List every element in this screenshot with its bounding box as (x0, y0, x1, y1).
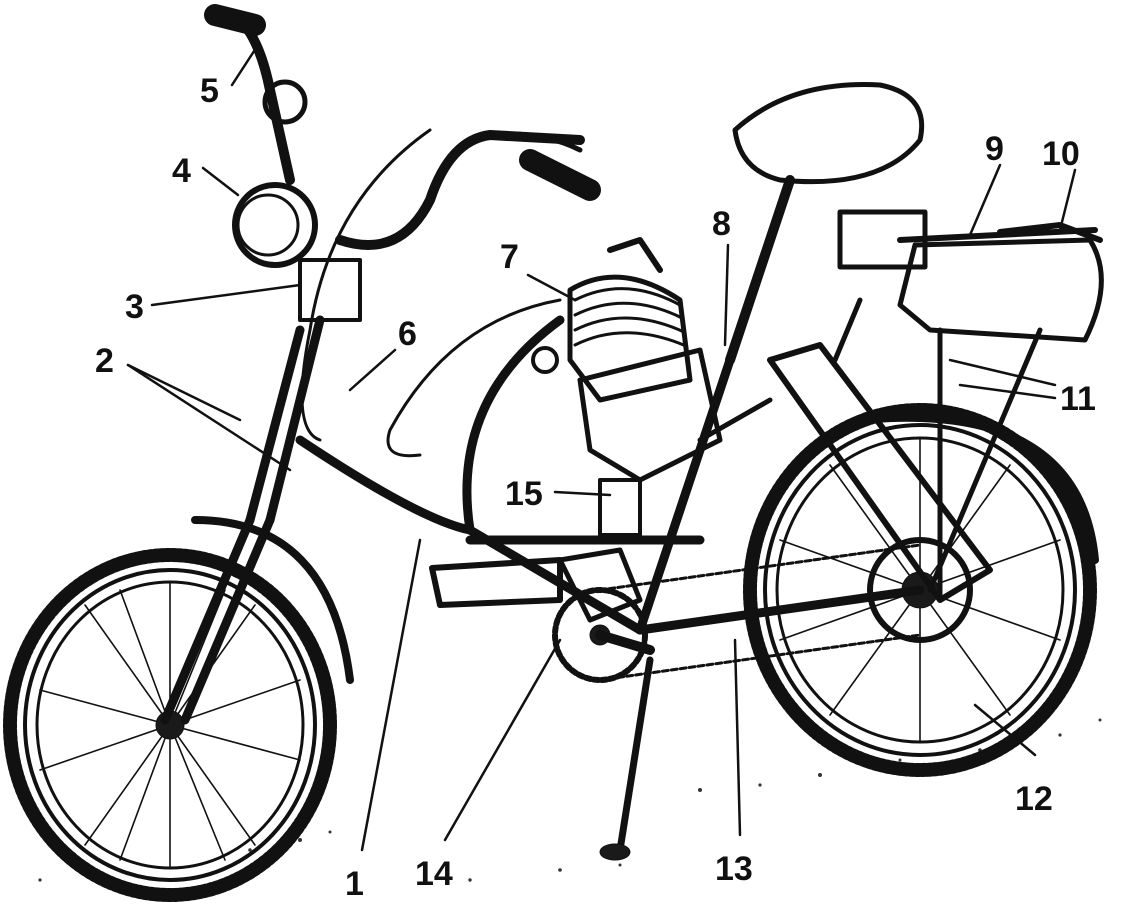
callout-8: 8 (712, 205, 731, 243)
chain (598, 543, 922, 682)
callout-12: 12 (1015, 780, 1053, 818)
upper-handlebar (204, 4, 308, 185)
callout-2: 2 (95, 342, 114, 380)
muffler (697, 342, 993, 603)
headlamp (232, 182, 318, 268)
callout-15: 15 (505, 475, 543, 513)
control-cables (300, 128, 562, 458)
leader-lines (126, 43, 1077, 852)
fuel-tank (897, 237, 1104, 343)
carburetor (598, 478, 642, 537)
callout-10: 10 (1042, 135, 1080, 173)
callout-11: 11 (1060, 380, 1096, 418)
callout-13: 13 (715, 850, 753, 888)
handlebar (335, 130, 585, 250)
callout-7: 7 (500, 238, 519, 276)
engine (531, 237, 723, 483)
callout-1: 1 (345, 865, 364, 903)
seat-post (725, 175, 795, 365)
callout-6: 6 (398, 315, 417, 353)
rear-fender (856, 413, 1099, 564)
handlebar-grip (519, 149, 601, 201)
front-wheel (3, 548, 337, 902)
headset (298, 258, 362, 322)
front-fender (191, 516, 354, 684)
callout-14: 14 (415, 855, 453, 893)
rear-wheel (743, 403, 1097, 777)
callout-3: 3 (125, 288, 144, 326)
kickstand-foot (599, 843, 631, 861)
kickstand (616, 656, 654, 854)
callout-labels: 5 4 3 2 6 7 8 9 10 11 12 13 14 1 15 (95, 72, 1096, 903)
magneto (557, 547, 643, 623)
luggage-rack (897, 222, 1103, 243)
saddle (732, 82, 925, 185)
callout-5: 5 (200, 72, 219, 110)
footboard (429, 557, 563, 608)
callout-9: 9 (985, 130, 1004, 168)
callout-4: 4 (172, 152, 191, 190)
rack-stays (832, 297, 1043, 603)
brake-lever (487, 131, 583, 153)
